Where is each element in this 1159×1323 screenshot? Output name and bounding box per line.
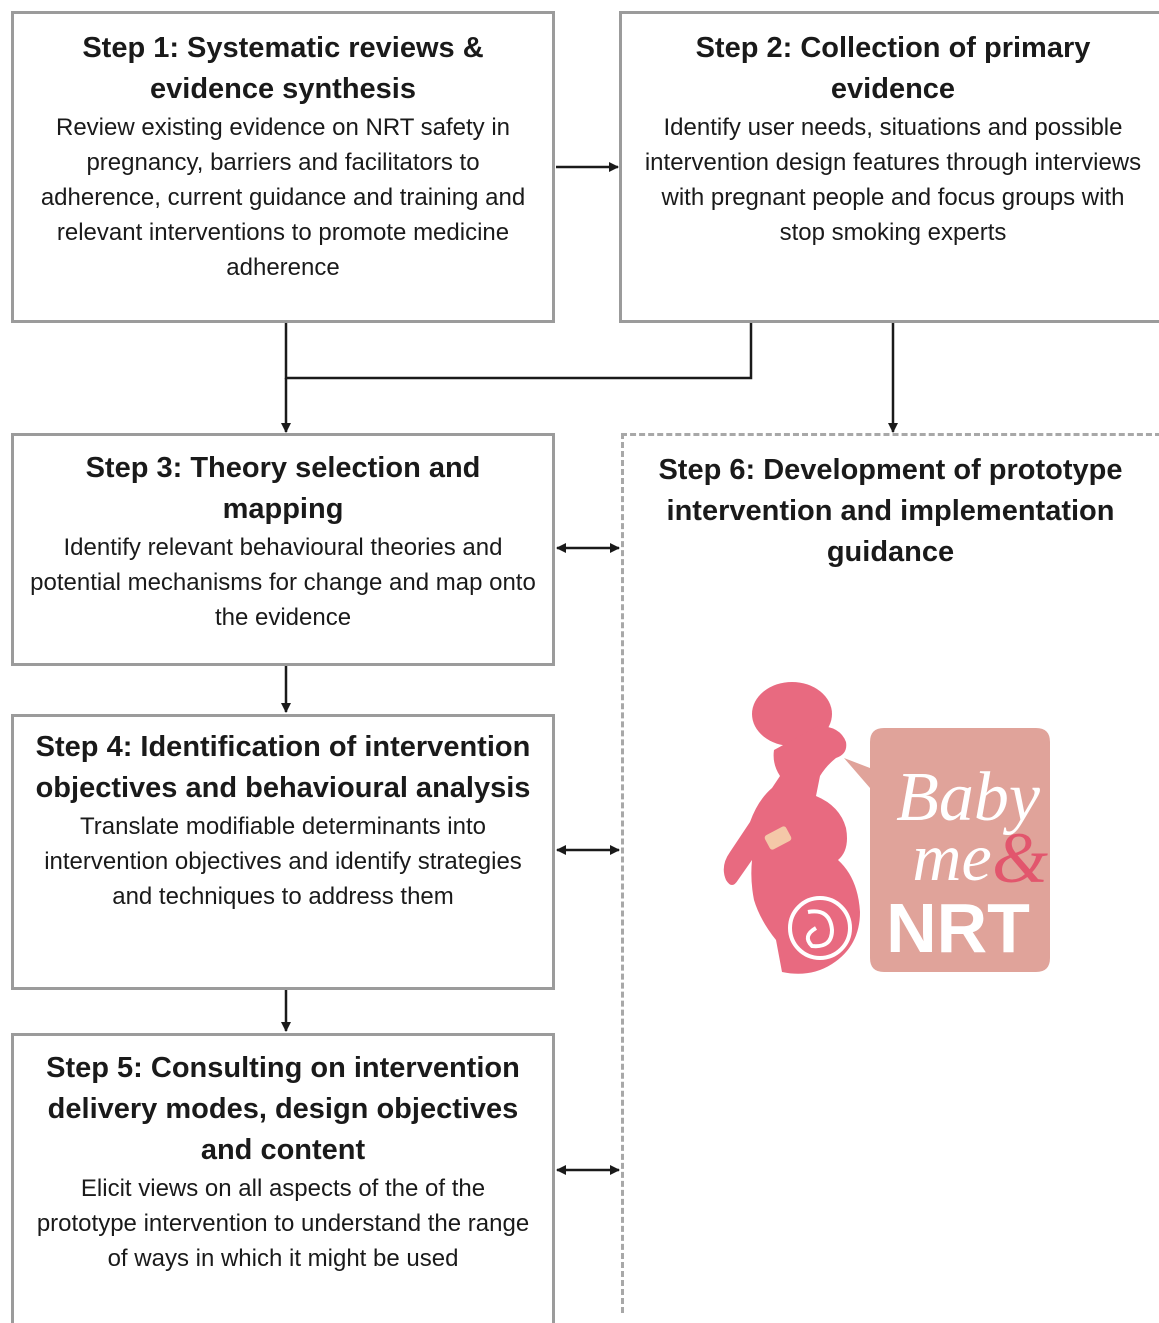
step-6-title: Step 6: Development of prototype interve… <box>658 454 1123 568</box>
step-3-description: Identify relevant behavioural theories a… <box>30 534 536 631</box>
logo-text-ampersand: & <box>992 818 1048 898</box>
step-5-box: Step 5: Consulting on intervention deliv… <box>11 1033 555 1323</box>
pregnant-figure-icon <box>723 682 860 974</box>
logo-text-nrt: NRT <box>886 889 1030 967</box>
step-4-title: Step 4: Identification of intervention o… <box>35 731 531 804</box>
step-2-description: Identify user needs, situations and poss… <box>644 114 1142 246</box>
step-4-description: Translate modifiable determinants into i… <box>44 813 522 910</box>
step-2-title: Step 2: Collection of primary evidence <box>695 32 1091 105</box>
step-2-box: Step 2: Collection of primary evidence I… <box>619 11 1159 323</box>
speech-bubble <box>844 728 1050 972</box>
step-3-title: Step 3: Theory selection and mapping <box>85 452 481 525</box>
step-6-box: Step 6: Development of prototype interve… <box>621 433 1159 1313</box>
step-5-title: Step 5: Consulting on intervention deliv… <box>46 1052 520 1166</box>
step-4-box: Step 4: Identification of intervention o… <box>11 714 555 990</box>
logo-text-me: me <box>912 819 991 895</box>
step-5-description: Elicit views on all aspects of the of th… <box>36 1175 530 1272</box>
logo-text-baby: Baby <box>896 759 1041 836</box>
step-1-box: Step 1: Systematic reviews & evidence sy… <box>11 11 555 323</box>
fetus-icon <box>788 896 852 960</box>
merge-line <box>284 322 753 380</box>
step-3-box: Step 3: Theory selection and mapping Ide… <box>11 433 555 666</box>
step-1-description: Review existing evidence on NRT safety i… <box>40 114 526 281</box>
baby-me-nrt-logo: Baby me & NRT <box>723 682 1050 974</box>
step-1-title: Step 1: Systematic reviews & evidence sy… <box>82 32 484 105</box>
nrt-patch-icon <box>764 826 792 850</box>
